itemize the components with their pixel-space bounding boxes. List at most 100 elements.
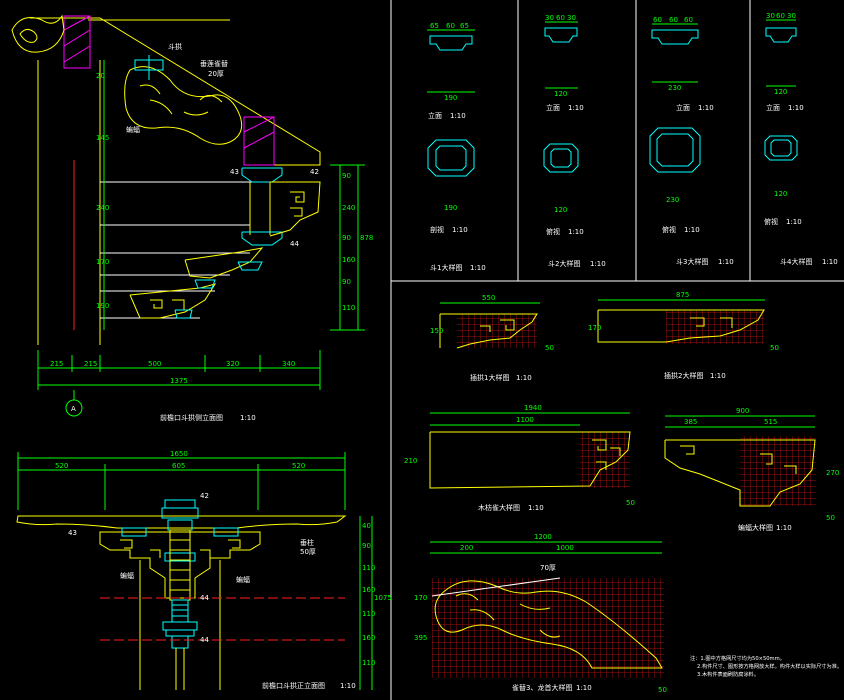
dougong-2-bottom-scale: 1:10 <box>568 228 584 236</box>
wood-beam-detail: 1940 1100 210 50 木枋雀大样图 1:10 <box>404 404 635 512</box>
side-bottom-dim-1: 215 <box>50 360 63 368</box>
d5-width: 1200 <box>534 533 552 541</box>
side-bottom-total: 1375 <box>170 377 188 385</box>
dougong-4-scale: 1:10 <box>822 258 838 266</box>
front-label-1: 42 <box>200 492 209 500</box>
d5-a: 200 <box>460 544 473 552</box>
side-right-dim-1: 90 <box>342 172 351 180</box>
front-elevation-view: 1650 520 605 520 40 90 110 <box>16 450 392 690</box>
side-right-dim-5: 90 <box>342 278 351 286</box>
side-left-dim-4: 170 <box>96 258 109 266</box>
notes-block: 注：1.图中方格网尺寸均为50×50mm。 2.构件尺寸、图形按方格网放大样。构… <box>690 654 842 678</box>
d3-title: 木枋雀大样图 <box>478 503 520 512</box>
d1-scale: 1:10 <box>516 374 532 382</box>
front-right-dim-4: 160 <box>362 586 375 594</box>
d3-width: 1940 <box>524 404 542 412</box>
front-right-dim-3: 110 <box>362 564 375 572</box>
front-right-total: 1075 <box>374 594 392 602</box>
front-top-total: 1650 <box>170 450 188 458</box>
dougong-2-dim-1: 30 <box>545 14 554 22</box>
front-label-6: 50厚 <box>300 548 316 556</box>
dougong-1-detail: 65 60 65 190 立面 1:10 190 剖视 1:10 斗1大样图 1… <box>427 22 486 272</box>
dougong-3-title: 斗3大样图 <box>676 257 708 266</box>
dougong-1-top-scale: 1:10 <box>450 112 466 120</box>
d5-h2: 170 <box>414 594 427 602</box>
d4-title: 蝙蝠大样图 <box>738 523 773 532</box>
dougong-3-dim-3: 60 <box>684 16 693 24</box>
front-right-dim-1: 40 <box>362 522 371 530</box>
side-right-dim-3: 90 <box>342 234 351 242</box>
dougong-3-top-label: 立面 <box>676 103 690 112</box>
d4-scale: 1:10 <box>776 524 792 532</box>
d5-thickness: 70厚 <box>540 564 556 572</box>
dougong-4-plan-width: 120 <box>774 190 787 198</box>
d2-height: 170 <box>588 324 601 332</box>
d5-b: 1000 <box>556 544 574 552</box>
d4-height: 270 <box>826 469 839 477</box>
d5-side: 50 <box>658 686 667 694</box>
dougong-2-scale: 1:10 <box>590 260 606 268</box>
dougong-1-top-label: 立面 <box>428 111 442 120</box>
dougong-4-top-label: 立面 <box>766 103 780 112</box>
front-top-dim-2: 605 <box>172 462 185 470</box>
dougong-4-dim-2: 60 <box>776 12 785 20</box>
d2-width: 875 <box>676 291 689 299</box>
d5-height: 395 <box>414 634 427 642</box>
front-right-dim-2: 90 <box>362 542 371 550</box>
dougong-4-dim-1: 30 <box>766 12 775 20</box>
front-label-7: 44 <box>200 594 209 602</box>
side-left-dim-1: 20 <box>96 72 105 80</box>
side-right-dim-4: 160 <box>342 256 355 264</box>
dougong-1-width: 190 <box>444 94 457 102</box>
side-left-dim-3: 240 <box>96 204 109 212</box>
bat-bracket-detail: 900 385 515 270 50 蝙蝠大样图 1:10 <box>664 407 839 532</box>
d2-title: 插拱2大样图 <box>664 371 703 380</box>
d4-b: 515 <box>764 418 777 426</box>
dougong-3-bottom-label: 俯视 <box>662 225 676 234</box>
dougong-3-top-scale: 1:10 <box>698 104 714 112</box>
d4-a: 385 <box>684 418 697 426</box>
side-view-scale: 1:10 <box>240 414 256 422</box>
side-bottom-dim-5: 340 <box>282 360 295 368</box>
insert-bracket-2-detail: 875 170 50 插拱2大样图 1:10 <box>588 291 779 380</box>
note-line-1: 注：1.图中方格网尺寸均为50×50mm。 <box>690 654 785 662</box>
d1-width: 550 <box>482 294 495 302</box>
d1-height: 150 <box>430 327 443 335</box>
side-right-dim-2: 240 <box>342 204 355 212</box>
dougong-2-title: 斗2大样图 <box>548 259 580 268</box>
d3-side: 50 <box>626 499 635 507</box>
dougong-2-top-scale: 1:10 <box>568 104 584 112</box>
side-elevation-view: 20 145 240 170 190 90 240 90 160 90 110 … <box>11 14 373 422</box>
d1-side: 50 <box>545 344 554 352</box>
dougong-4-width: 120 <box>774 88 787 96</box>
front-right-dim-5: 110 <box>362 610 375 618</box>
front-right-dim-7: 110 <box>362 659 375 667</box>
dougong-3-plan-width: 230 <box>666 196 679 204</box>
front-label-2: 43 <box>68 529 77 537</box>
axis-marker-label: A <box>71 405 76 413</box>
side-label-5: 42 <box>310 168 319 176</box>
side-bottom-dim-4: 320 <box>226 360 239 368</box>
side-right-total: 878 <box>360 234 373 242</box>
d3-scale: 1:10 <box>528 504 544 512</box>
side-bottom-dim-3: 500 <box>148 360 161 368</box>
d2-side: 50 <box>770 344 779 352</box>
dougong-4-dim-3: 30 <box>787 12 796 20</box>
dougong-4-bottom-label: 俯视 <box>764 217 778 226</box>
side-label-2: 垂莲雀替 <box>200 59 228 68</box>
d2-scale: 1:10 <box>710 372 726 380</box>
dougong-3-scale: 1:10 <box>718 258 734 266</box>
d4-side: 50 <box>826 514 835 522</box>
dougong-3-detail: 60 60 60 230 立面 1:10 230 俯视 1:10 斗3大样图 1… <box>649 16 734 266</box>
dougong-2-dim-3: 30 <box>567 14 576 22</box>
note-line-2: 2.构件尺寸、图形按方格网放大样。构件大样以实际尺寸为准。 <box>697 662 842 670</box>
front-right-dim-6: 160 <box>362 634 375 642</box>
dougong-1-bottom-label: 剖视 <box>430 225 444 234</box>
dougong-1-plan-width: 190 <box>444 204 457 212</box>
d5-scale: 1:10 <box>576 684 592 692</box>
side-right-dim-6: 110 <box>342 304 355 312</box>
front-top-dim-3: 520 <box>292 462 305 470</box>
front-top-dim-1: 520 <box>55 462 68 470</box>
front-label-8: 44 <box>200 636 209 644</box>
